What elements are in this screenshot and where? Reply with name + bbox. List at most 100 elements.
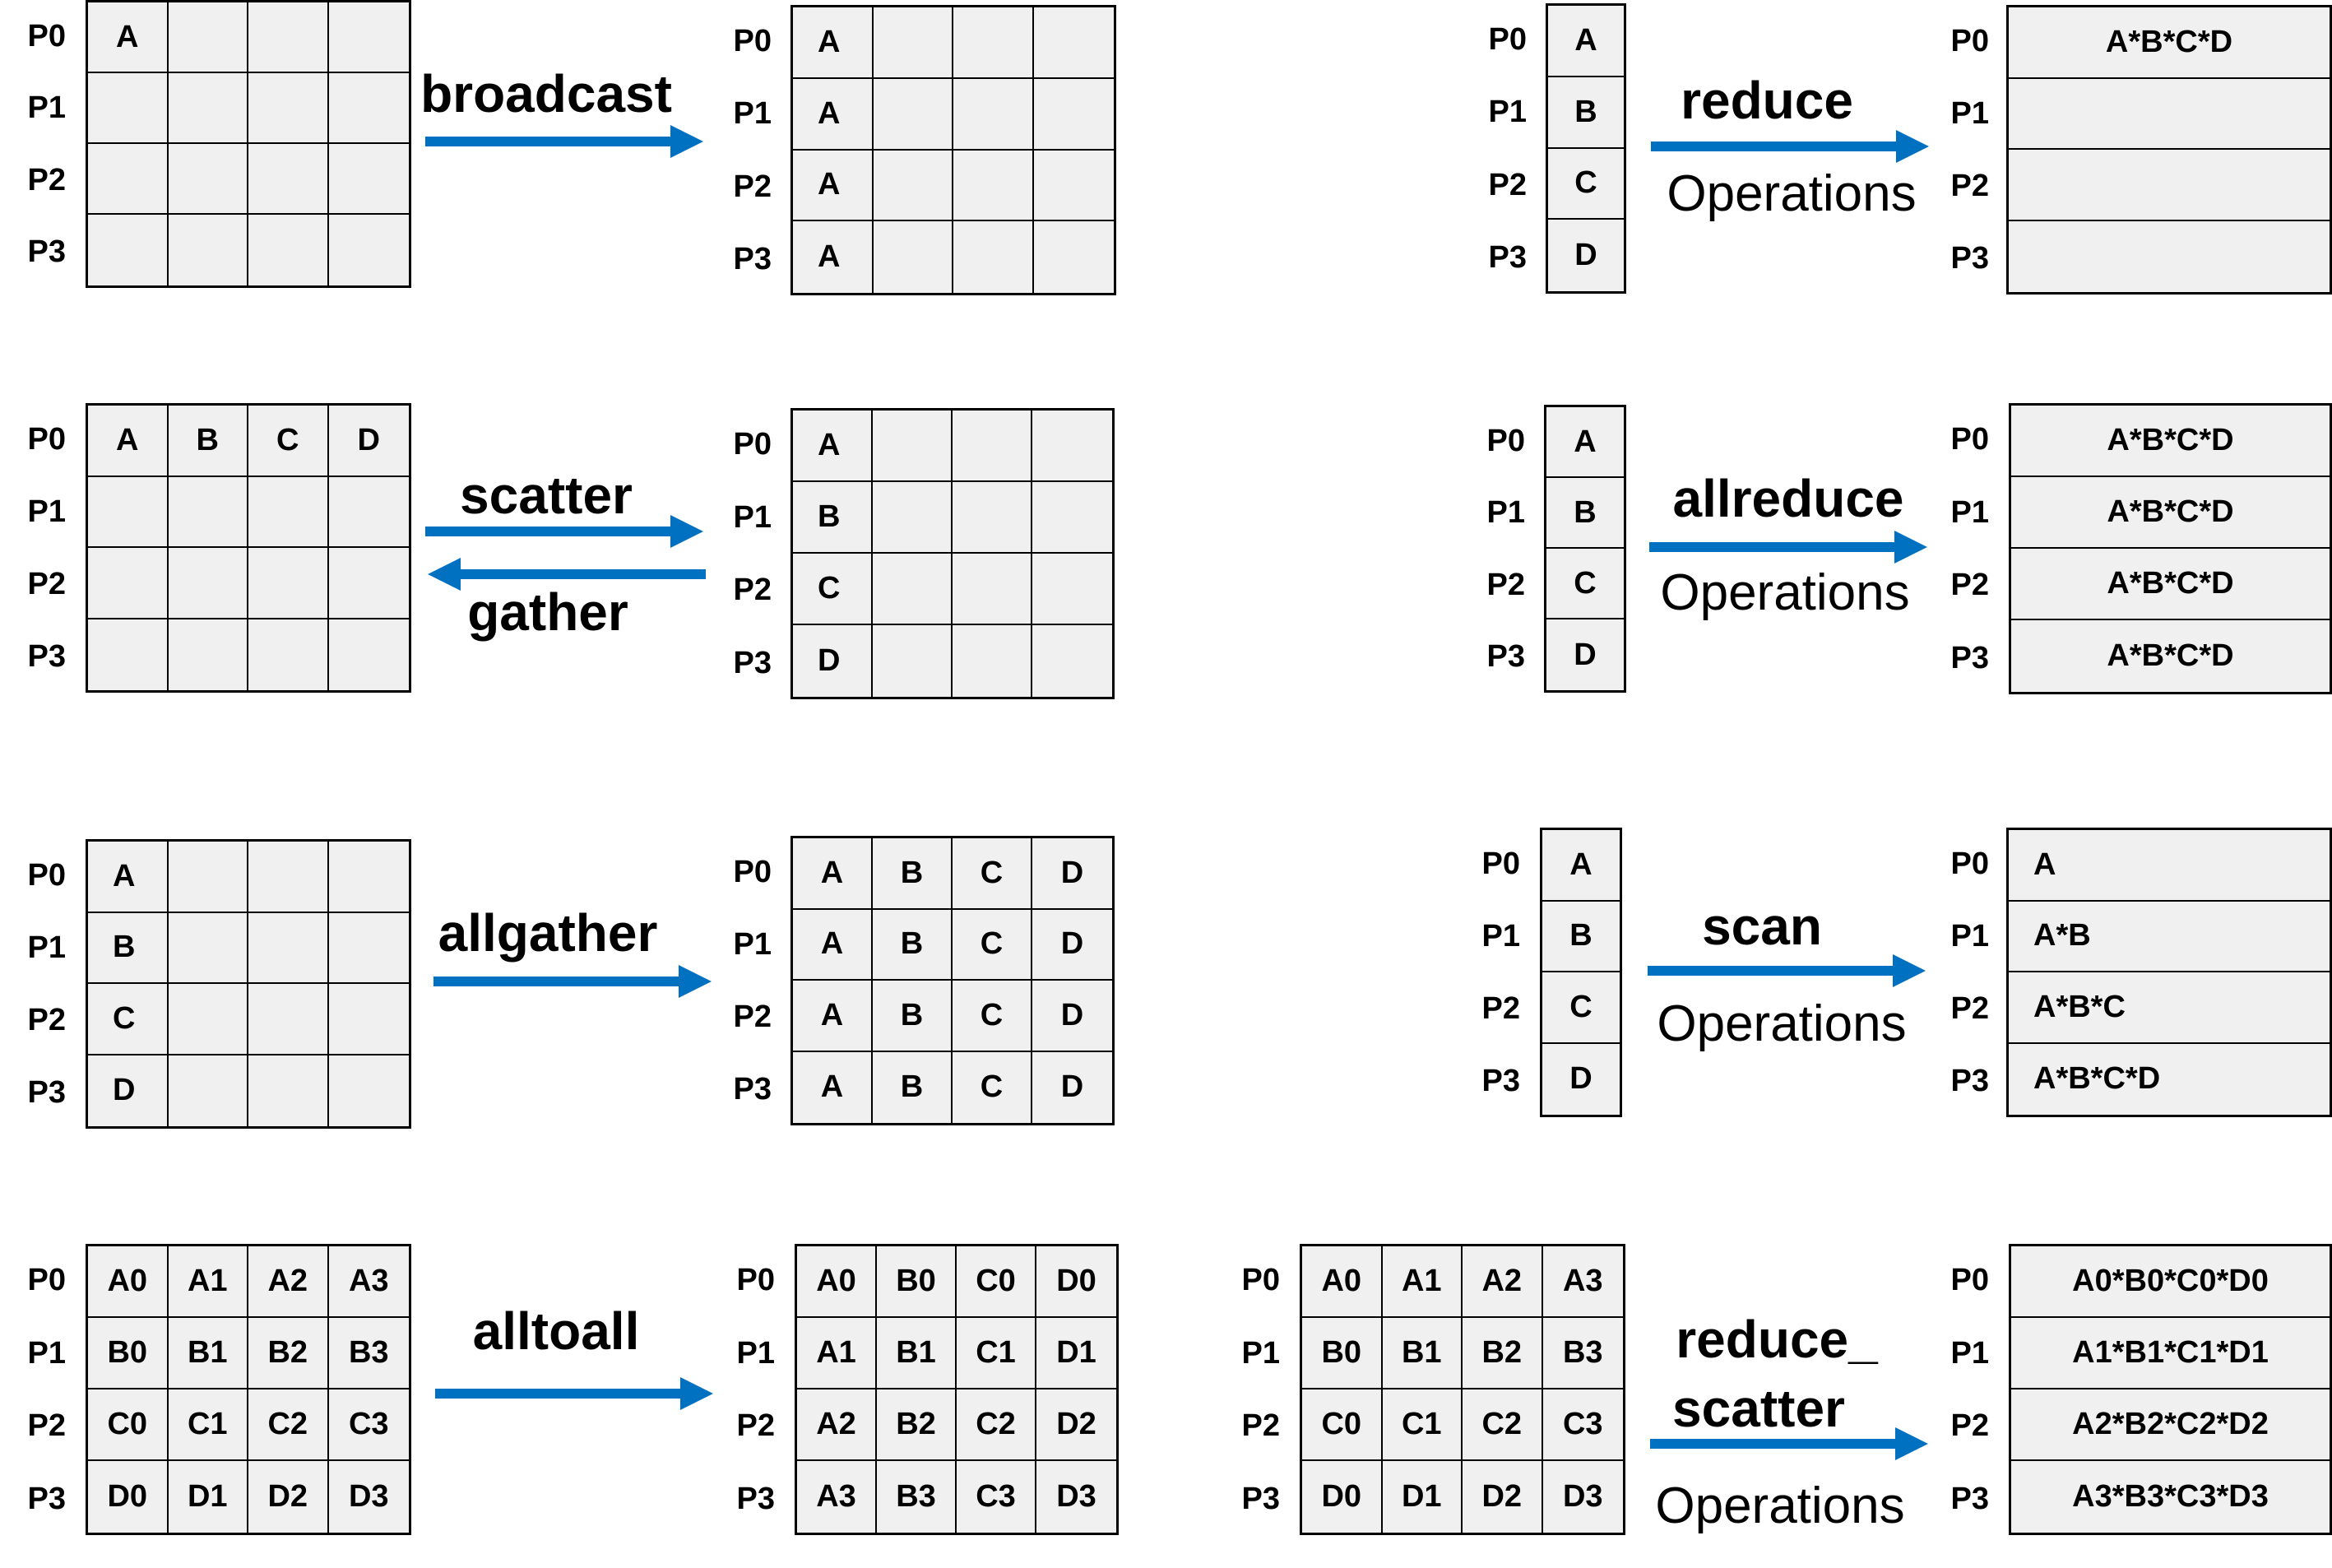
matrix-cell: D — [1032, 838, 1112, 910]
matrix-cell — [248, 215, 329, 285]
matrix-cell — [1032, 482, 1112, 554]
matrix-cell — [953, 554, 1032, 625]
matrix-cell: A*B*C*D — [2107, 638, 2234, 673]
matrix-cell: B1 — [877, 1318, 957, 1389]
operation-title: allreduce — [1672, 469, 1904, 528]
process-label: P1 — [27, 90, 66, 126]
process-label: P3 — [733, 241, 772, 276]
matrix-cell — [329, 1055, 410, 1127]
matrix-cell: B1 — [1382, 1318, 1463, 1389]
matrix-cell: D1 — [1036, 1318, 1116, 1389]
matrix-cell: D — [328, 406, 409, 477]
matrix-cell — [248, 548, 329, 619]
process-label: P2 — [736, 1408, 775, 1444]
allgather-arrow — [433, 965, 712, 998]
matrix-cell: A — [793, 909, 873, 981]
matrix-cell: A — [88, 2, 169, 73]
matrix-cell — [248, 73, 329, 144]
matrix-cell — [2009, 79, 2330, 150]
matrix-cell — [873, 554, 953, 625]
process-label: P0 — [1950, 1263, 1989, 1298]
matrix-cell: B — [873, 909, 953, 981]
matrix-cell: B — [1542, 902, 1620, 972]
matrix-cell: B0 — [877, 1246, 957, 1318]
process-label: P0 — [736, 1263, 775, 1298]
matrix-cell: C — [953, 981, 1032, 1052]
matrix-cell: A*B — [2009, 902, 2330, 972]
matrix-cell: A — [793, 150, 874, 222]
matrix-cell: A1 — [797, 1318, 877, 1389]
matrix-cell: A — [88, 406, 169, 477]
matrix-cell: C — [1546, 549, 1624, 619]
matrix-cell: B2 — [1463, 1318, 1543, 1389]
process-label: P1 — [1950, 494, 1989, 530]
matrix-cell: D — [1032, 910, 1112, 981]
matrix-cell: D — [88, 1055, 169, 1126]
matrix-cell — [328, 2, 409, 73]
process-label: P1 — [733, 499, 772, 535]
matrix-cell: C — [953, 838, 1032, 910]
process-label: P1 — [27, 930, 66, 965]
process-label: P1 — [1241, 1335, 1280, 1371]
operation-title: broadcast — [420, 64, 672, 123]
process-label: P3 — [736, 1481, 775, 1516]
process-label: P2 — [1950, 1408, 1989, 1444]
matrix-cell — [328, 477, 409, 548]
matrix-cell: A — [793, 7, 874, 79]
matrix-cell: A — [88, 842, 169, 913]
matrix-cell: C — [793, 554, 873, 625]
matrix-cell — [88, 73, 169, 144]
matrix-cell — [953, 221, 1034, 293]
matrix-cell: B — [168, 406, 248, 477]
matrix-cell — [169, 215, 248, 285]
matrix-cell: D — [793, 625, 873, 697]
matrix-cell: A — [793, 78, 874, 151]
matrix-cell — [248, 1055, 329, 1126]
process-label: P3 — [1950, 1481, 1989, 1516]
operation-title: scatter — [1672, 1379, 1845, 1438]
matrix-cell — [1032, 554, 1112, 625]
matrix-cell — [953, 78, 1034, 151]
operation-title: alltoall — [472, 1301, 640, 1361]
process-label: P3 — [1486, 639, 1525, 675]
matrix-cell: C0 — [88, 1389, 169, 1461]
matrix-cell — [953, 625, 1032, 697]
operation-subtitle: Operations — [1660, 564, 1910, 621]
matrix-cell: A3*B3*C3*D3 — [2072, 1479, 2269, 1514]
matrix-cell: C — [88, 984, 169, 1055]
matrix-cell: A1 — [168, 1246, 248, 1318]
process-label: P2 — [1241, 1408, 1280, 1444]
matrix-cell — [873, 78, 953, 151]
matrix-cell: A3 — [797, 1461, 877, 1533]
matrix-cell — [873, 482, 953, 554]
matrix-cell: A0 — [88, 1246, 169, 1318]
matrix-cell: B — [88, 912, 169, 984]
matrix-cell: A3 — [328, 1246, 409, 1318]
matrix-cell: A2 — [797, 1389, 877, 1461]
process-label: P0 — [1481, 847, 1520, 881]
matrix-cell — [88, 548, 169, 619]
process-label: P1 — [736, 1335, 775, 1371]
operation-title: reduce_ — [1676, 1310, 1878, 1369]
matrix-cell: A — [1546, 407, 1624, 478]
process-label: P1 — [1950, 919, 1989, 953]
process-label: P0 — [733, 24, 772, 59]
matrix-cell: D2 — [1463, 1461, 1543, 1533]
matrix-cell: A0 — [1302, 1246, 1383, 1318]
matrix-cell: C2 — [1463, 1389, 1543, 1461]
matrix-cell: B3 — [1542, 1318, 1623, 1389]
matrix-cell: A — [793, 1051, 873, 1123]
process-label: P0 — [1486, 423, 1525, 458]
matrix-cell: C3 — [957, 1461, 1036, 1533]
matrix-cell — [1032, 625, 1112, 697]
matrix-cell: A — [793, 221, 874, 293]
matrix-cell: D3 — [348, 1479, 389, 1514]
process-label: P3 — [27, 234, 66, 270]
matrix-cell: A*B*C — [2009, 972, 2330, 1044]
process-label: P2 — [1488, 167, 1527, 202]
